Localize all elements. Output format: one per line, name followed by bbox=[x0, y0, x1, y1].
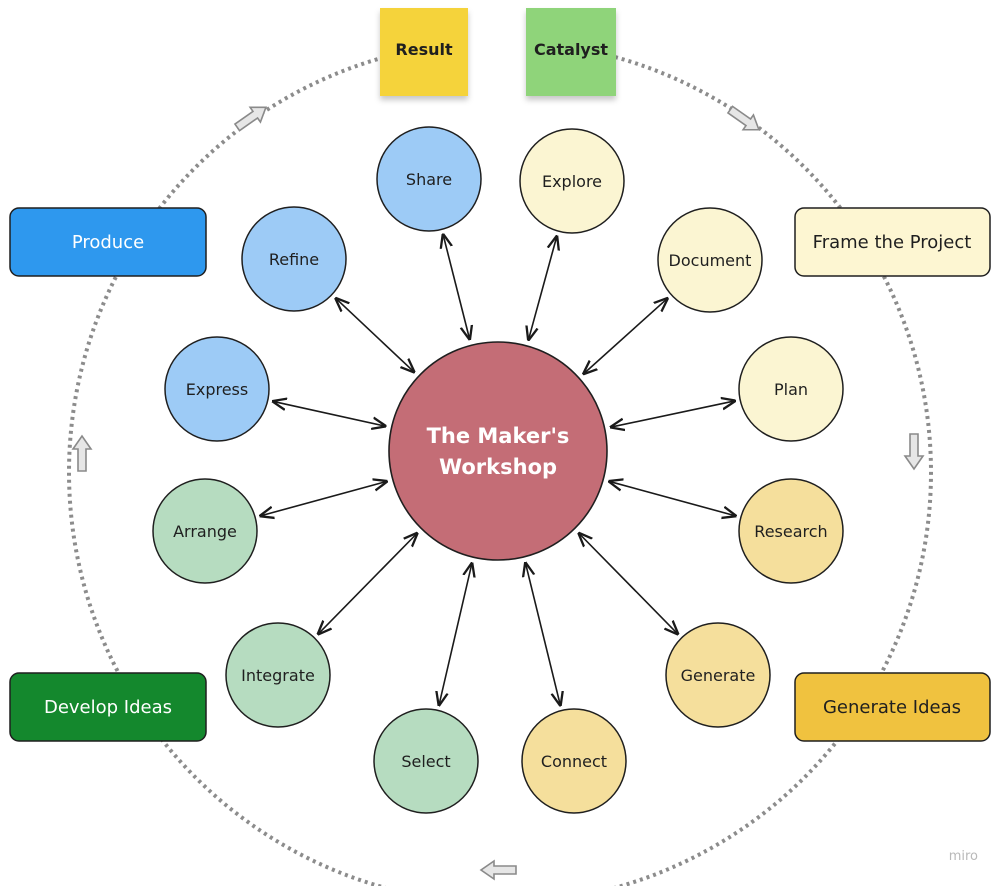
step-share-label: Share bbox=[406, 170, 452, 189]
cycle-ring bbox=[67, 55, 933, 886]
phase-generate-ideas-label: Generate Ideas bbox=[823, 697, 961, 718]
step-refine-circle bbox=[241, 206, 347, 312]
step-express-label: Express bbox=[186, 380, 248, 399]
center-hub-circle bbox=[388, 341, 608, 561]
step-explore-circle bbox=[519, 128, 625, 234]
phase-frame-the-project-label: Frame the Project bbox=[813, 232, 972, 253]
step-research[interactable]: Research bbox=[738, 478, 844, 584]
ring-arrow-icon bbox=[479, 859, 517, 881]
center-hub[interactable]: The Maker's Workshop bbox=[388, 341, 608, 561]
step-share[interactable]: Share bbox=[376, 126, 482, 232]
phase-develop-ideas[interactable]: Develop Ideas bbox=[9, 672, 207, 742]
center-hub-title-line2: Workshop bbox=[439, 455, 557, 479]
step-document[interactable]: Document bbox=[657, 207, 763, 313]
step-generate-label: Generate bbox=[681, 666, 756, 685]
step-express-circle bbox=[164, 336, 270, 442]
step-express[interactable]: Express bbox=[164, 336, 270, 442]
step-document-circle bbox=[657, 207, 763, 313]
connector-refine bbox=[336, 298, 415, 372]
step-generate[interactable]: Generate bbox=[665, 622, 771, 728]
step-select-label: Select bbox=[401, 752, 450, 771]
cycle-direction-arrows bbox=[71, 105, 925, 881]
step-connect[interactable]: Connect bbox=[521, 708, 627, 814]
center-hub-title-line1: The Maker's bbox=[427, 424, 570, 448]
step-research-label: Research bbox=[754, 522, 827, 541]
step-document-label: Document bbox=[669, 251, 752, 270]
connector-explore bbox=[528, 236, 557, 340]
step-explore-label: Explore bbox=[542, 172, 602, 191]
step-integrate[interactable]: Integrate bbox=[225, 622, 331, 728]
step-refine[interactable]: Refine bbox=[241, 206, 347, 312]
sticky-note-catalyst-label: Catalyst bbox=[534, 40, 608, 59]
ring-arrow-icon bbox=[233, 106, 268, 132]
connector-arrange bbox=[260, 481, 387, 516]
step-generate-circle bbox=[665, 622, 771, 728]
connector-connect bbox=[525, 563, 560, 706]
step-select[interactable]: Select bbox=[373, 708, 479, 814]
step-connect-label: Connect bbox=[541, 752, 607, 771]
connector-document bbox=[583, 298, 667, 374]
step-plan-circle bbox=[738, 336, 844, 442]
ring-arrow-icon bbox=[71, 434, 93, 472]
miro-watermark: miro bbox=[948, 849, 978, 864]
step-connect-circle bbox=[521, 708, 627, 814]
connector-select bbox=[439, 563, 472, 706]
step-plan[interactable]: Plan bbox=[738, 336, 844, 442]
step-explore[interactable]: Explore bbox=[519, 128, 625, 234]
step-plan-label: Plan bbox=[774, 380, 808, 399]
step-arrange-label: Arrange bbox=[173, 522, 237, 541]
sticky-note-result-paper bbox=[380, 8, 468, 96]
ring-arrow-icon bbox=[726, 105, 761, 131]
connector-generate bbox=[579, 533, 679, 634]
phase-produce-label: Produce bbox=[72, 232, 144, 253]
phase-produce-box bbox=[9, 207, 207, 277]
connector-express bbox=[273, 401, 386, 426]
step-select-circle bbox=[373, 708, 479, 814]
step-arrange[interactable]: Arrange bbox=[152, 478, 258, 584]
step-share-circle bbox=[376, 126, 482, 232]
sticky-note-catalyst-paper bbox=[526, 8, 616, 96]
phase-frame-the-project[interactable]: Frame the Project bbox=[794, 207, 991, 277]
connector-share bbox=[443, 234, 470, 339]
phase-produce[interactable]: Produce bbox=[9, 207, 207, 277]
connector-arrows bbox=[260, 234, 736, 705]
step-arrange-circle bbox=[152, 478, 258, 584]
connector-integrate bbox=[318, 533, 418, 634]
connector-research bbox=[609, 481, 736, 516]
sticky-note-catalyst[interactable]: Catalyst bbox=[526, 8, 616, 96]
step-research-circle bbox=[738, 478, 844, 584]
step-circles: Share ExploreDocumentPlanResearchGenerate… bbox=[152, 126, 844, 814]
phase-frame-the-project-box bbox=[794, 207, 991, 277]
ring-arrow-icon bbox=[903, 433, 925, 471]
phase-generate-ideas-box bbox=[794, 672, 991, 742]
step-refine-label: Refine bbox=[269, 250, 319, 269]
phase-develop-ideas-box bbox=[9, 672, 207, 742]
step-integrate-circle bbox=[225, 622, 331, 728]
connector-plan bbox=[611, 401, 736, 427]
step-integrate-label: Integrate bbox=[241, 666, 315, 685]
phase-generate-ideas[interactable]: Generate Ideas bbox=[794, 672, 991, 742]
sticky-note-result[interactable]: Result bbox=[380, 8, 468, 96]
phase-develop-ideas-label: Develop Ideas bbox=[44, 697, 172, 718]
sticky-note-result-label: Result bbox=[395, 40, 453, 59]
